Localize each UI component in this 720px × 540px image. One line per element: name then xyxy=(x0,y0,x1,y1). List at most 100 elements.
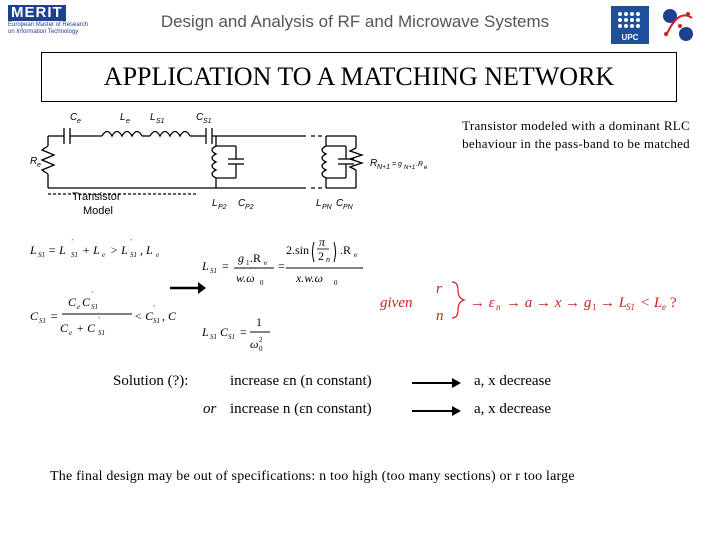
svg-text:1: 1 xyxy=(592,302,597,312)
svg-text:S1: S1 xyxy=(210,267,217,275)
svg-text:e: e xyxy=(424,165,428,171)
svg-text:S1: S1 xyxy=(71,251,78,259)
caption: Transistor modeled with a dominant RLC b… xyxy=(400,117,690,153)
svg-text:e: e xyxy=(77,303,80,311)
svg-text:g: g xyxy=(238,251,244,265)
svg-text:n: n xyxy=(326,255,330,264)
transistor-label: Transistor xyxy=(72,191,121,203)
svg-text:< C: < C xyxy=(134,309,154,323)
svg-text:e: e xyxy=(264,259,267,267)
svg-text:2: 2 xyxy=(318,249,324,263)
svg-text:S1: S1 xyxy=(98,329,105,337)
merit-logo-subtitle-1: European Master of Research xyxy=(8,22,89,28)
svg-text:n: n xyxy=(436,308,444,324)
svg-text:+ C: + C xyxy=(76,321,96,335)
svg-text:C: C xyxy=(70,112,78,123)
svg-text:P2: P2 xyxy=(245,204,254,211)
svg-text:L: L xyxy=(316,198,322,209)
svg-text:e: e xyxy=(102,251,105,259)
svg-text:→ a → x → g: → a → x → g xyxy=(506,295,592,311)
svg-text:N+1: N+1 xyxy=(377,164,390,171)
svg-text:r: r xyxy=(436,281,442,297)
svg-text:0: 0 xyxy=(259,345,263,353)
svg-text:R: R xyxy=(30,156,37,167)
svg-text:=: = xyxy=(278,259,285,273)
svg-text:S1: S1 xyxy=(91,303,98,311)
svg-text:2: 2 xyxy=(259,336,263,344)
svg-text:C: C xyxy=(68,295,77,309)
svg-text:e: e xyxy=(77,118,81,125)
condition-increase-epsilon: increase εn (n constant) xyxy=(230,373,372,389)
svg-text:= L: = L xyxy=(48,243,66,257)
svg-text:ω: ω xyxy=(250,337,258,351)
svg-text:P2: P2 xyxy=(218,204,227,211)
svg-text:L: L xyxy=(201,325,209,339)
svg-text:→ ε: → ε xyxy=(470,295,495,311)
svg-text:, L: , L xyxy=(140,243,153,257)
result-1: a, x decrease xyxy=(474,373,552,389)
or-label: or xyxy=(203,401,217,417)
svg-text:': ' xyxy=(91,290,93,298)
merit-logo: MERIT European Master of Research on Inf… xyxy=(8,4,108,42)
svg-text:e: e xyxy=(126,118,130,125)
svg-text:PN: PN xyxy=(343,204,354,211)
svg-text:> L: > L xyxy=(110,243,128,257)
svg-text:x.w.ω: x.w.ω xyxy=(295,271,323,285)
caption-line-1: Transistor modeled with a dominant RLC xyxy=(462,118,690,133)
svg-text:=: = xyxy=(222,259,229,273)
svg-text:R: R xyxy=(370,158,377,169)
svg-text:C: C xyxy=(336,198,344,209)
svg-text:S1: S1 xyxy=(38,251,45,259)
svg-text:?: ? xyxy=(670,295,677,311)
svg-text:S1: S1 xyxy=(156,118,165,125)
svg-text:S1: S1 xyxy=(130,251,137,259)
svg-text:0: 0 xyxy=(260,279,264,287)
svg-text:π: π xyxy=(319,235,326,249)
arrow-icon xyxy=(412,406,461,416)
svg-text:e: e xyxy=(354,251,357,259)
svg-text:C: C xyxy=(196,112,204,123)
solution-label: Solution (?): xyxy=(113,373,189,389)
svg-text:S1: S1 xyxy=(210,333,217,341)
svg-text:S1: S1 xyxy=(203,118,212,125)
svg-text:1: 1 xyxy=(246,259,250,267)
svg-text:C: C xyxy=(82,295,91,309)
svg-text:L: L xyxy=(201,259,209,273)
svg-text:, C: , C xyxy=(162,309,176,323)
upc-logo: UPC xyxy=(611,6,649,44)
svg-text:.R: .R xyxy=(416,161,423,168)
svg-text:→ L: → L xyxy=(600,295,627,311)
svg-text:e: e xyxy=(69,329,72,337)
condition-increase-n: increase n (εn constant) xyxy=(230,401,372,417)
svg-text:e: e xyxy=(662,302,666,312)
svg-text:e: e xyxy=(37,162,41,169)
svg-text:S1: S1 xyxy=(39,317,46,325)
svg-text:0: 0 xyxy=(334,279,338,287)
svg-text:S1: S1 xyxy=(228,333,235,341)
svg-text:e: e xyxy=(156,251,159,259)
upc-dots-icon xyxy=(618,12,640,28)
svg-text:C: C xyxy=(60,321,69,335)
final-note: The final design may be out of specifica… xyxy=(50,469,575,484)
svg-text:C: C xyxy=(220,325,229,339)
svg-text:': ' xyxy=(71,238,73,246)
svg-text:w.ω: w.ω xyxy=(236,271,255,285)
svg-text:= g: = g xyxy=(392,161,402,168)
svg-text:C: C xyxy=(30,309,39,323)
svg-text:.R: .R xyxy=(340,243,351,257)
svg-text:L: L xyxy=(212,198,218,209)
svg-text:< L: < L xyxy=(640,295,662,311)
upc-logo-text: UPC xyxy=(621,33,639,42)
svg-text:': ' xyxy=(153,304,155,312)
svg-text:N+1: N+1 xyxy=(404,165,415,171)
svg-text:.R: .R xyxy=(250,251,261,265)
caption-line-2: behaviour in the pass-band to be matched xyxy=(462,136,690,151)
svg-text:+ L: + L xyxy=(82,243,100,257)
svg-text:n: n xyxy=(496,302,501,312)
svg-text:C: C xyxy=(238,198,246,209)
svg-text:S1: S1 xyxy=(153,317,160,325)
